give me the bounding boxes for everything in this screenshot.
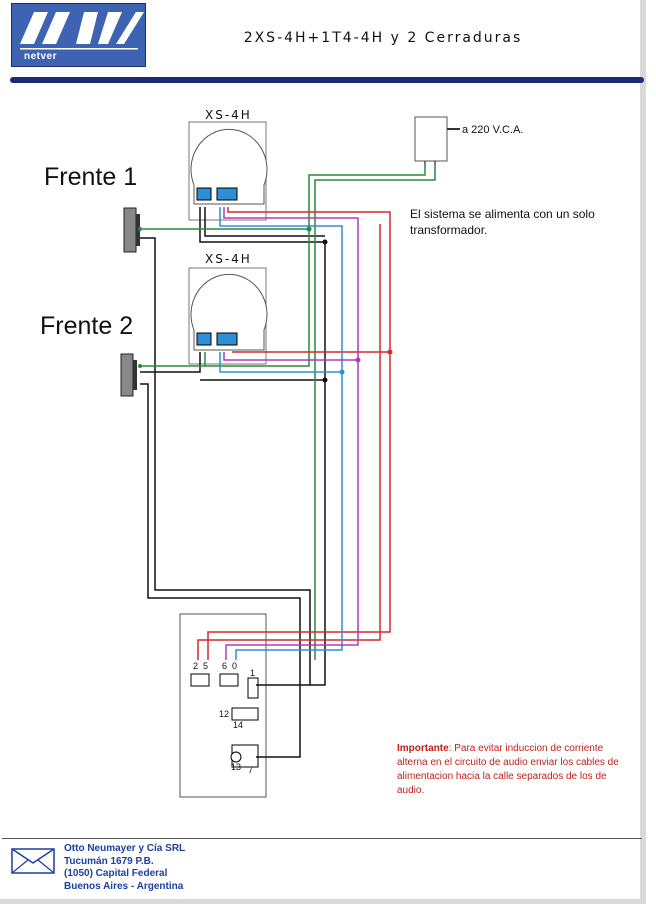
terminal-1: 1 <box>250 668 256 678</box>
wire-magenta <box>223 207 359 660</box>
terminal-6: 6 <box>222 661 228 671</box>
system-note: El sistema se alimenta con un solo trans… <box>410 207 595 237</box>
frente-2-label: Frente 2 <box>40 312 134 340</box>
company-address: Tucumán 1679 P.B. <box>64 855 154 867</box>
company-city: (1050) Capital Federal <box>64 868 168 879</box>
wire-black <box>140 383 301 758</box>
important-note: Importante: Para evitar induccion de cor… <box>397 742 627 798</box>
terminal-5: 5 <box>203 661 209 671</box>
company-country: Buenos Aires - Argentina <box>64 880 184 892</box>
important-label: Importante <box>397 743 449 754</box>
terminal-14: 14 <box>233 720 244 730</box>
transformer-label: a 220 V.C.A. <box>462 124 524 136</box>
company-info: Otto Neumayer y Cía SRL Tucumán 1679 P.B… <box>64 843 185 893</box>
xs4h-label-1: XS-4H <box>205 108 252 122</box>
header-rule <box>10 77 644 83</box>
door-lock-1 <box>123 207 140 253</box>
netver-logo: netver <box>11 3 146 67</box>
xs4h-label-2: XS-4H <box>205 252 252 266</box>
terminal-12: 12 <box>219 709 230 719</box>
wire-magenta <box>223 352 358 361</box>
logo-mark <box>20 12 144 50</box>
wire-blue <box>219 352 342 373</box>
frente-1-label: Frente 1 <box>44 163 138 191</box>
wire-green <box>140 229 310 367</box>
wiring-diagram <box>120 116 460 798</box>
junction-dots <box>138 226 393 383</box>
door-lock-2 <box>120 353 137 397</box>
terminal-2: 2 <box>193 661 199 671</box>
xs4h-unit-1 <box>188 121 268 221</box>
wire-red <box>207 207 391 660</box>
company-name: Otto Neumayer y Cía SRL <box>64 843 186 854</box>
wire-red <box>197 224 381 660</box>
terminal-board <box>179 613 267 798</box>
wire-green <box>314 166 436 660</box>
logo-text: netver <box>24 51 58 62</box>
transformer <box>414 116 460 166</box>
wire-blue <box>219 207 343 660</box>
important-text: : Para evitar induccion de corriente alt… <box>397 743 619 796</box>
envelope-icon <box>11 848 55 874</box>
footer-divider <box>2 838 642 839</box>
wire-black <box>204 207 325 237</box>
wire-black <box>140 352 201 373</box>
wire-green <box>140 166 426 230</box>
wire-black <box>140 237 311 685</box>
terminal-13: 13 <box>231 762 242 772</box>
document-title: 2XS-4H+1T4-4H y 2 Cerraduras <box>243 30 523 46</box>
page: netver 2XS-4H+1T4-4H y 2 Cerraduras <box>0 0 646 904</box>
xs4h-unit-2 <box>188 267 268 365</box>
terminal-7: 7 <box>248 765 254 775</box>
terminal-0: 0 <box>232 661 238 671</box>
